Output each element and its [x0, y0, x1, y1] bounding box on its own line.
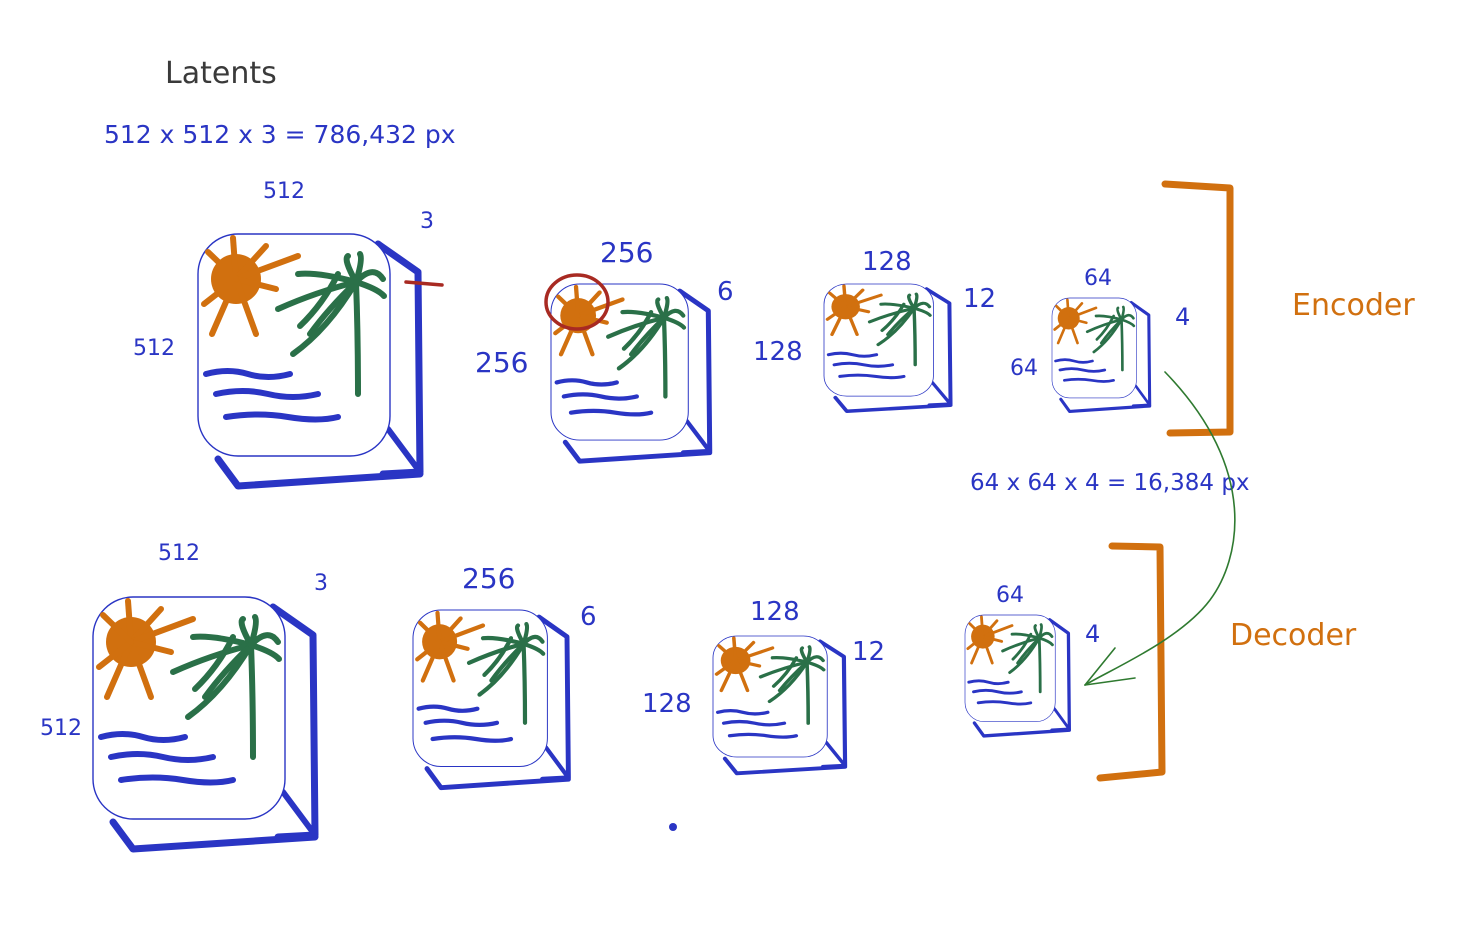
decoder-label: Decoder — [1230, 618, 1357, 653]
encoder-block-1-height: 512 — [133, 336, 175, 361]
encoder-block-1: 512 512 3 — [133, 179, 444, 486]
encoder-block-3-channels: 12 — [963, 284, 996, 314]
pixel-formula: 512 x 512 x 3 = 786,432 px — [104, 120, 456, 149]
encoder-block-4-width: 64 — [1084, 266, 1112, 291]
decoder-block-2-width: 256 — [462, 562, 515, 595]
stray-dot — [669, 823, 677, 831]
encoder-block-3: 128 128 12 — [753, 247, 996, 414]
encoder-block-2-height: 256 — [475, 346, 528, 379]
encoder-block-3-height: 128 — [753, 337, 803, 367]
decoder-bracket — [1096, 542, 1166, 782]
encoder-block-1-channels: 3 — [420, 209, 434, 234]
decoder-block-3-channels: 12 — [852, 637, 885, 667]
encoder-block-4: 64 64 4 — [1010, 266, 1190, 413]
decoder-block-3-width: 128 — [750, 597, 800, 627]
encoder-bracket — [1161, 180, 1234, 437]
decoder-block-1-height: 512 — [40, 716, 82, 741]
encoder-label: Encoder — [1292, 288, 1415, 323]
encoder-block-4-height: 64 — [1010, 356, 1038, 381]
encoder-block-2-channels: 6 — [717, 277, 734, 307]
decoder-block-1-width: 512 — [158, 541, 200, 566]
decoder-block-4-channels: 4 — [1085, 620, 1100, 648]
decoder-block-1: 512 512 3 — [40, 541, 328, 849]
encoder-block-2-width: 256 — [600, 236, 653, 269]
encoder-block-4-channels: 4 — [1175, 303, 1190, 331]
latent-arrow — [1084, 371, 1236, 686]
decoder-block-4: 64 4 — [963, 583, 1100, 738]
encoder-block-2: 256 256 6 — [475, 236, 734, 461]
encoder-block-3-width: 128 — [862, 247, 912, 277]
red-marker — [404, 280, 444, 287]
decoder-block-1-channels: 3 — [314, 571, 328, 596]
latent-formula: 64 x 64 x 4 = 16,384 px — [970, 470, 1250, 496]
decoder-block-2: 256 6 — [413, 562, 597, 788]
decoder-block-3: 128 128 12 — [642, 597, 885, 773]
highlight-circle — [544, 273, 610, 331]
encoder-block-1-width: 512 — [263, 179, 305, 204]
decoder-block-2-channels: 6 — [580, 602, 597, 632]
decoder-block-4-width: 64 — [996, 583, 1024, 608]
page-title: Latents — [165, 56, 277, 91]
decoder-block-3-height: 128 — [642, 689, 692, 719]
